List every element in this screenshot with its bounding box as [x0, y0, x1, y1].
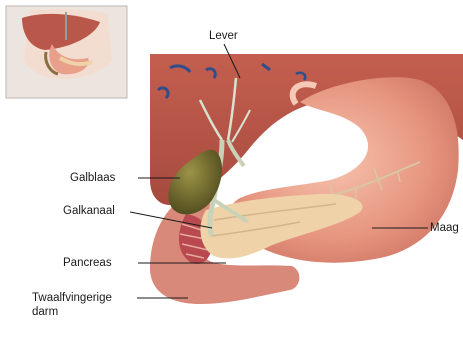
label-twaalfvingerige: Twaalfvingerige — [32, 292, 112, 305]
inset-thumbnail — [6, 6, 127, 98]
label-darm: darm — [32, 306, 58, 319]
label-maag: Maag — [430, 222, 459, 235]
label-galkanaal: Galkanaal — [63, 205, 115, 218]
label-pancreas: Pancreas — [63, 257, 112, 270]
label-lever: Lever — [209, 30, 238, 43]
label-galblaas: Galblaas — [70, 172, 115, 185]
